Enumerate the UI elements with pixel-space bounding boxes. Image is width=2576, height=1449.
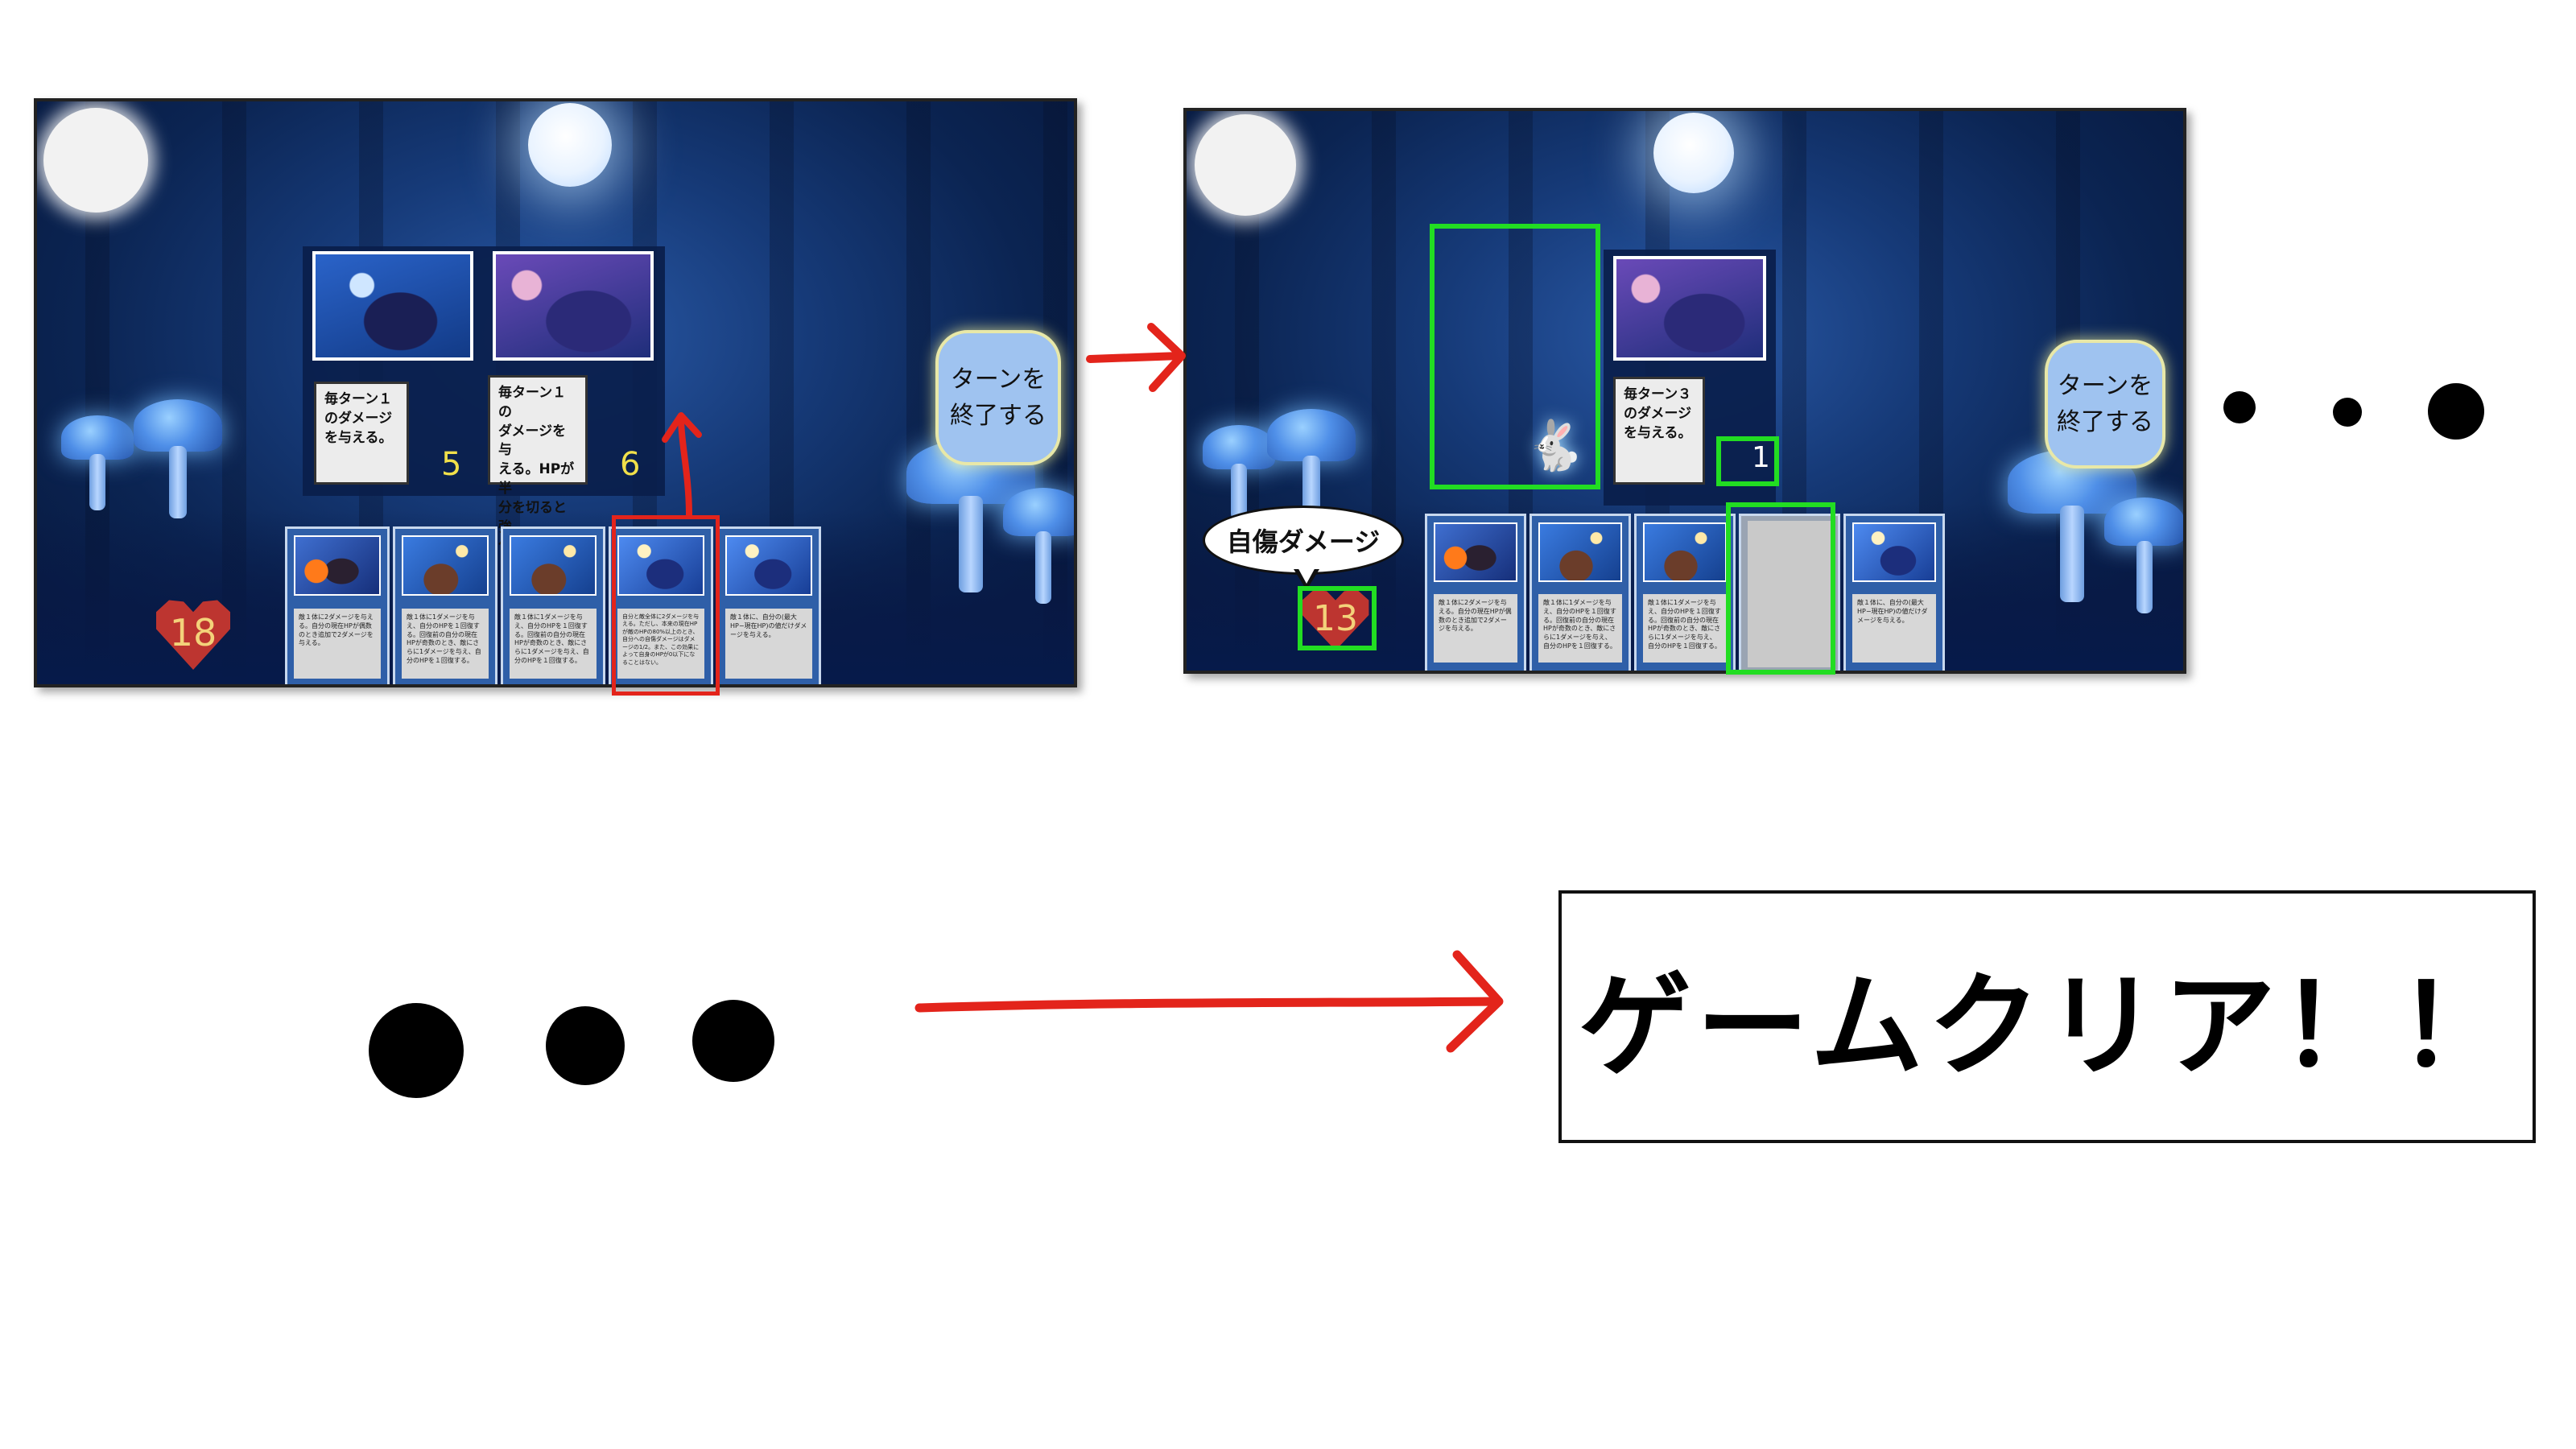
card-art xyxy=(510,535,597,597)
end-turn-button[interactable]: ターンを 終了する xyxy=(935,330,1061,465)
menu-orb-button[interactable] xyxy=(1195,114,1296,216)
selected-card-highlight xyxy=(612,515,720,696)
transition-arrow xyxy=(1086,352,1184,363)
card-text: 敵１体に2ダメージを与える。自分の現在HPが偶数のとき追加で2ダメージを与える。 xyxy=(1434,594,1517,663)
card-art xyxy=(1538,522,1622,582)
player-hp-heart: 13 xyxy=(1299,586,1372,650)
bat-enemy-image[interactable] xyxy=(312,251,473,361)
card-text: 敵１体に、自分の(最大HP−現在HP)の値だけダメージを与える。 xyxy=(1852,594,1936,663)
ellipsis-dot xyxy=(2333,398,2362,427)
wolf-enemy-hp: 1 xyxy=(1752,441,1770,474)
card-art xyxy=(617,535,704,597)
used-card-highlight xyxy=(1726,502,1835,675)
ellipsis-dot xyxy=(546,1006,625,1085)
player-hp-value: 13 xyxy=(1313,597,1358,639)
game-screenshot-after: 🐇 毎ターン３ のダメージ を与える。 1 ターンを 終了する 敵１体に2ダメー… xyxy=(1183,108,2186,674)
card-text: 敵１体に2ダメージを与える。自分の現在HPが偶数のとき追加で2ダメージを与える。 xyxy=(294,609,381,679)
hand-card[interactable]: 敵１体に1ダメージを与え、自分のHPを１回復する。回復前の自分の現在HPが奇数の… xyxy=(393,526,497,684)
hand-cards: 敵１体に2ダメージを与える。自分の現在HPが偶数のとき追加で2ダメージを与える。… xyxy=(1425,514,1948,671)
player-hp-highlight xyxy=(1298,586,1377,650)
card-text: 敵１体に1ダメージを与え、自分のHPを１回復する。回復前の自分の現在HPが奇数の… xyxy=(1643,594,1727,663)
ellipsis-dot xyxy=(692,1000,774,1082)
bat-enemy-description: 毎ターン１ のダメージ を与える。 xyxy=(314,382,409,485)
ellipsis-dot xyxy=(369,1003,464,1098)
card-text: 敵１体に、自分の(最大HP−現在HP)の値だけダメージを与える。 xyxy=(725,609,812,679)
speech-label: 自傷ダメージ xyxy=(1226,526,1381,557)
defeated-enemy-highlight xyxy=(1430,224,1600,489)
clear-arrow xyxy=(914,997,1501,1013)
hand-cards: 敵１体に2ダメージを与える。自分の現在HPが偶数のとき追加で2ダメージを与える。… xyxy=(285,526,824,684)
game-clear-box: ゲームクリア！！ xyxy=(1558,890,2536,1143)
game-clear-text: ゲームクリア！！ xyxy=(1579,960,2516,1092)
card-text: 自分と敵全体に2ダメージを与える。ただし、本来の現在HPが敵のHPの80%以上の… xyxy=(617,609,704,679)
wolf-enemy-description: 毎ターン３ のダメージ を与える。 xyxy=(1613,377,1705,485)
hand-card-selected[interactable]: 自分と敵全体に2ダメージを与える。ただし、本来の現在HPが敵のHPの80%以上の… xyxy=(609,526,713,684)
wolf-enemy-image[interactable] xyxy=(1613,256,1766,361)
hand-card[interactable]: 敵１体に、自分の(最大HP−現在HP)の値だけダメージを与える。 xyxy=(716,526,821,684)
wolf-enemy-hp: 6 xyxy=(620,446,641,483)
transition-arrowhead xyxy=(1147,323,1186,392)
bat-enemy-hp: 5 xyxy=(441,446,462,483)
card-art xyxy=(402,535,489,597)
hand-card[interactable]: 敵１体に1ダメージを与え、自分のHPを１回復する。回復前の自分の現在HPが奇数の… xyxy=(1530,514,1631,671)
card-art xyxy=(294,535,381,597)
hand-card[interactable]: 敵１体に2ダメージを与える。自分の現在HPが偶数のとき追加で2ダメージを与える。 xyxy=(285,526,390,684)
card-art xyxy=(725,535,812,597)
defeated-enemy-spirit: 🐇 xyxy=(1525,418,1585,474)
menu-orb-button[interactable] xyxy=(43,108,148,213)
end-turn-button[interactable]: ターンを 終了する xyxy=(2045,340,2165,469)
hand-card[interactable]: 敵１体に2ダメージを与える。自分の現在HPが偶数のとき追加で2ダメージを与える。 xyxy=(1425,514,1526,671)
wolf-enemy-image[interactable] xyxy=(493,251,654,361)
card-art xyxy=(1434,522,1517,582)
ellipsis-dot xyxy=(2223,391,2256,423)
card-text: 敵１体に1ダメージを与え、自分のHPを１回復する。回復前の自分の現在HPが奇数の… xyxy=(402,609,489,679)
card-art xyxy=(1643,522,1727,582)
hand-card[interactable]: 敵１体に1ダメージを与え、自分のHPを１回復する。回復前の自分の現在HPが奇数の… xyxy=(1634,514,1736,671)
card-text: 敵１体に1ダメージを与え、自分のHPを１回復する。回復前の自分の現在HPが奇数の… xyxy=(510,609,597,679)
card-art xyxy=(1852,522,1936,582)
enemy-hp-highlight xyxy=(1716,436,1779,486)
ellipsis-dot xyxy=(2428,383,2484,440)
player-hp-heart: 18 xyxy=(153,596,233,670)
self-damage-speech-bubble: 自傷ダメージ xyxy=(1203,506,1404,590)
card-text xyxy=(1748,521,1831,667)
wolf-enemy-description: 毎ターン１の ダメージを与 える。HPが半 分を切ると強 化される。 xyxy=(488,375,588,554)
hand-card[interactable]: 敵１体に、自分の(最大HP−現在HP)の値だけダメージを与える。 xyxy=(1843,514,1945,671)
clear-arrowhead xyxy=(1446,950,1504,1053)
moon xyxy=(528,103,612,187)
used-card-slot xyxy=(1739,514,1840,671)
player-hp-value: 18 xyxy=(169,611,217,654)
card-text: 敵１体に1ダメージを与え、自分のHPを１回復する。回復前の自分の現在HPが奇数の… xyxy=(1538,594,1622,663)
moon xyxy=(1653,113,1734,193)
hand-card[interactable]: 敵１体に1ダメージを与え、自分のHPを１回復する。回復前の自分の現在HPが奇数の… xyxy=(501,526,605,684)
game-screenshot-before: 毎ターン１ のダメージ を与える。 5 毎ターン１の ダメージを与 える。HPが… xyxy=(34,98,1077,687)
